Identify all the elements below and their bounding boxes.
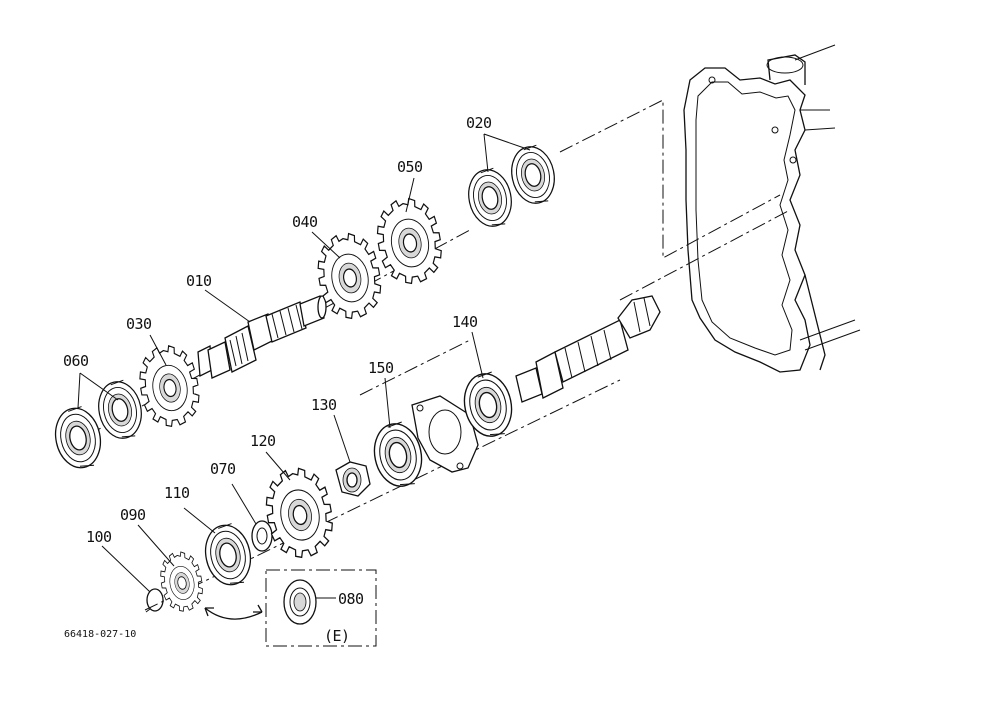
label-130: 130	[311, 396, 337, 414]
bearing-020-a	[463, 165, 517, 231]
label-080: 080	[338, 590, 364, 608]
label-120: 120	[250, 432, 276, 450]
label-150: 150	[368, 359, 394, 377]
shaft-010	[197, 295, 327, 379]
transmission-case	[683, 44, 861, 373]
label-110: 110	[164, 484, 190, 502]
gear-090	[156, 548, 207, 615]
label-030: 030	[126, 315, 152, 333]
leader-lines	[77, 133, 531, 593]
bearing-020-b	[506, 142, 560, 208]
nut-130	[335, 461, 371, 497]
inset-e-box	[265, 569, 377, 647]
gear-050	[370, 193, 448, 289]
label-inset-e: (E)	[324, 627, 350, 645]
washer-070	[251, 520, 273, 552]
bearing-060-a	[49, 403, 107, 473]
diagram-code: 66418-027-10	[64, 629, 136, 640]
label-020: 020	[466, 114, 492, 132]
label-100: 100	[86, 528, 112, 546]
inset-link-arrow	[204, 604, 263, 620]
label-040: 040	[292, 213, 318, 231]
gear-030	[133, 341, 205, 432]
retainer-plate	[411, 395, 479, 473]
bevel-pinion-shaft	[515, 295, 661, 403]
bearing-060-b	[93, 377, 147, 443]
label-070: 070	[210, 460, 236, 478]
label-090: 090	[120, 506, 146, 524]
label-140: 140	[452, 313, 478, 331]
label-050: 050	[397, 158, 423, 176]
label-060: 060	[63, 352, 89, 370]
label-010: 010	[186, 272, 212, 290]
gear-120	[259, 463, 339, 563]
circlip-100	[145, 588, 164, 613]
seal-080	[283, 579, 317, 625]
